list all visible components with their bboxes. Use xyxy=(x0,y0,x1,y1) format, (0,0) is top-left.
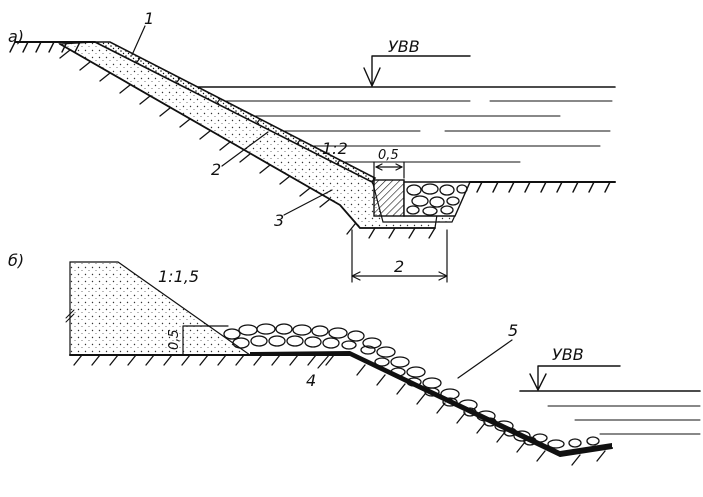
callout-2: 2 xyxy=(211,160,221,179)
panel-b: б) 1:1,5 0,5 4 5 УВВ xyxy=(8,251,701,466)
dim-label-bottom: 2 xyxy=(394,257,404,276)
callout-5: 5 xyxy=(508,321,518,340)
dim-label-height: 0,5 xyxy=(167,329,182,350)
water-level-marker-b xyxy=(529,365,621,391)
callout-4: 4 xyxy=(306,371,316,390)
water-level-label-a: УВВ xyxy=(388,37,420,56)
water-level-label-b: УВВ xyxy=(552,345,584,364)
slope-ratio-a: 1:2 xyxy=(322,139,348,158)
panel-a: а) 1 2 3 УВВ 1:2 0,5 2 xyxy=(8,9,616,283)
dim-label-top: 0,5 xyxy=(378,148,399,163)
panel-label-a: а) xyxy=(8,27,24,46)
riprap xyxy=(223,323,600,449)
water-body-a xyxy=(189,86,616,163)
dimension-top xyxy=(373,161,405,179)
water-level-marker-a xyxy=(363,55,471,87)
water-body-b xyxy=(519,390,701,435)
stone-toe xyxy=(373,179,472,217)
callout-1: 1 xyxy=(144,9,154,28)
slab-revetment xyxy=(94,41,377,184)
dimension-bottom xyxy=(351,229,448,283)
panel-label-b: б) xyxy=(8,251,24,270)
callout-3: 3 xyxy=(274,211,284,230)
slope-ratio-b: 1:1,5 xyxy=(158,267,199,286)
